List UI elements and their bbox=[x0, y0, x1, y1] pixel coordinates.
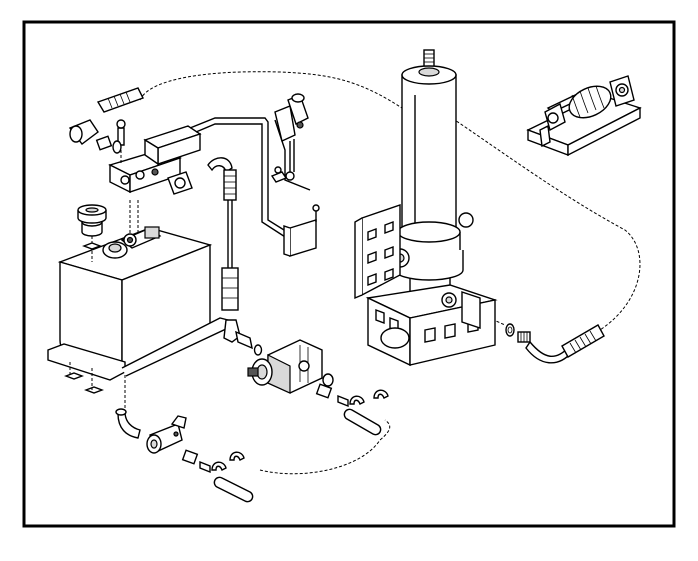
cylinder-mounting-bracket bbox=[354, 204, 401, 300]
valve-block bbox=[108, 119, 202, 194]
filler-breather-cap bbox=[77, 204, 107, 262]
pump-pressure-fittings bbox=[235, 330, 263, 356]
suction-hose-lower bbox=[213, 476, 254, 503]
cylinder-base-mount bbox=[365, 284, 498, 367]
pressure-hose bbox=[525, 324, 605, 364]
return-hose bbox=[207, 157, 241, 343]
hydraulic-tank bbox=[47, 227, 229, 394]
hydraulic-pump bbox=[247, 339, 334, 394]
valve-elbow-fittings bbox=[68, 87, 193, 195]
suction-fittings bbox=[115, 383, 349, 474]
cable-control-box bbox=[283, 204, 320, 257]
cylinder-base-fittings bbox=[505, 323, 531, 343]
control-lever bbox=[274, 93, 309, 181]
diagram-frame bbox=[22, 20, 676, 528]
lever-hardware bbox=[270, 166, 288, 183]
suction-hose-upper bbox=[343, 408, 382, 436]
hinge-assembly bbox=[526, 75, 642, 157]
tank-return-fitting bbox=[102, 226, 162, 259]
hydraulic-cylinder bbox=[390, 49, 474, 321]
hose-clamps bbox=[211, 389, 389, 471]
